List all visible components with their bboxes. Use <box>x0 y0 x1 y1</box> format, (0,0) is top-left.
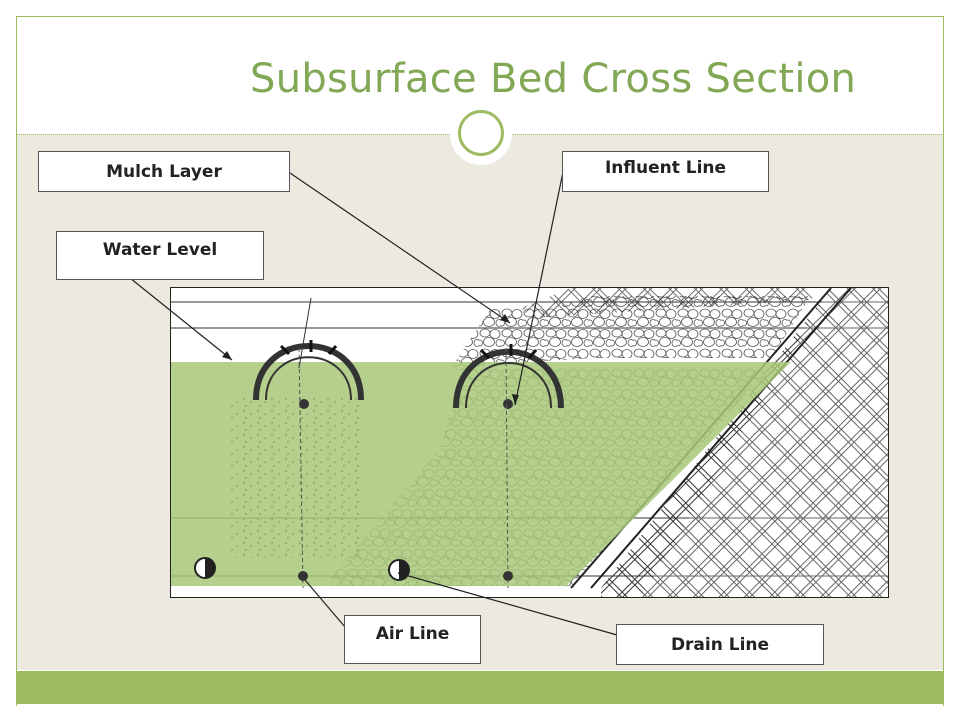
frame-top-line <box>16 16 944 17</box>
cross-section-drawing <box>171 288 888 597</box>
frame-right-line <box>943 16 944 706</box>
frame-left-line <box>16 16 17 706</box>
cross-section-diagram <box>170 287 889 598</box>
circle-ornament-icon <box>458 110 504 156</box>
influent-line-label: Influent Line <box>562 151 769 192</box>
air-line-label: Air Line <box>344 615 481 664</box>
mulch-layer-label: Mulch Layer <box>38 151 290 192</box>
bottom-accent-bar <box>16 671 944 704</box>
drain-line-label: Drain Line <box>616 624 824 665</box>
slide-title: Subsurface Bed Cross Section <box>250 56 857 102</box>
water-level-label: Water Level <box>56 231 264 280</box>
